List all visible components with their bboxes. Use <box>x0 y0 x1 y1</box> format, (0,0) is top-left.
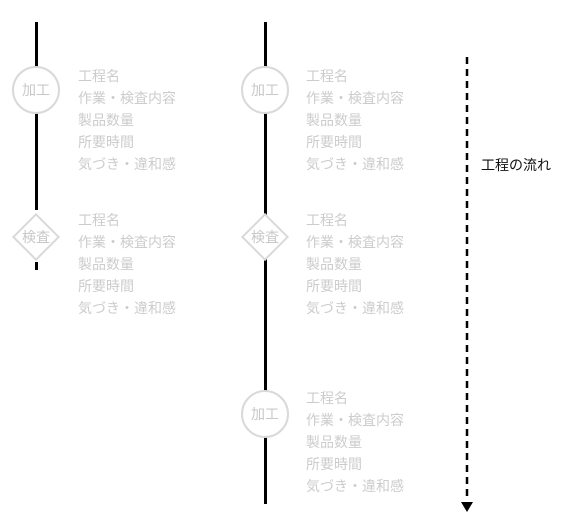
step-notes: 気づき・違和感 <box>306 301 404 317</box>
node-label: 検査 <box>22 230 50 246</box>
step-notes: 気づき・違和感 <box>306 157 404 173</box>
step-info: 工程名 作業・検査内容 製品数量 所要時間 気づき・違和感 <box>78 66 176 176</box>
node-label: 加工 <box>22 83 50 99</box>
step-task: 作業・検査内容 <box>306 413 404 429</box>
step-time: 所要時間 <box>306 135 362 151</box>
step-name: 工程名 <box>78 213 120 229</box>
process-circle-node: 加工 <box>241 66 289 114</box>
step-task: 作業・検査内容 <box>306 91 404 107</box>
step-time: 所要時間 <box>78 135 134 151</box>
step-time: 所要時間 <box>306 279 362 295</box>
step-name: 工程名 <box>78 69 120 85</box>
flow-direction-label: 工程の流れ <box>481 158 551 174</box>
step-info: 工程名 作業・検査内容 製品数量 所要時間 気づき・違和感 <box>78 210 176 320</box>
step-notes: 気づき・違和感 <box>78 157 176 173</box>
step-name: 工程名 <box>306 213 348 229</box>
step-info: 工程名 作業・検査内容 製品数量 所要時間 気づき・違和感 <box>306 210 404 320</box>
process-circle-node: 加工 <box>241 390 289 438</box>
column-1-line-tail <box>35 262 38 270</box>
step-quantity: 製品数量 <box>306 113 362 129</box>
step-name: 工程名 <box>306 391 348 407</box>
step-name: 工程名 <box>306 69 348 85</box>
column-1-line <box>35 22 38 210</box>
step-time: 所要時間 <box>78 279 134 295</box>
step-notes: 気づき・違和感 <box>78 301 176 317</box>
process-circle-node: 加工 <box>12 66 60 114</box>
step-quantity: 製品数量 <box>78 113 134 129</box>
column-2-line <box>264 22 267 504</box>
node-label: 検査 <box>251 230 279 246</box>
step-task: 作業・検査内容 <box>78 235 176 251</box>
flow-arrow-icon <box>461 57 473 512</box>
step-task: 作業・検査内容 <box>306 235 404 251</box>
step-info: 工程名 作業・検査内容 製品数量 所要時間 気づき・違和感 <box>306 388 404 498</box>
step-task: 作業・検査内容 <box>78 91 176 107</box>
step-quantity: 製品数量 <box>78 257 134 273</box>
inspection-diamond-node: 検査 <box>11 212 61 262</box>
node-label: 加工 <box>251 83 279 99</box>
step-quantity: 製品数量 <box>306 435 362 451</box>
step-info: 工程名 作業・検査内容 製品数量 所要時間 気づき・違和感 <box>306 66 404 176</box>
step-quantity: 製品数量 <box>306 257 362 273</box>
step-time: 所要時間 <box>306 457 362 473</box>
node-label: 加工 <box>251 407 279 423</box>
step-notes: 気づき・違和感 <box>306 479 404 495</box>
inspection-diamond-node: 検査 <box>240 212 290 262</box>
